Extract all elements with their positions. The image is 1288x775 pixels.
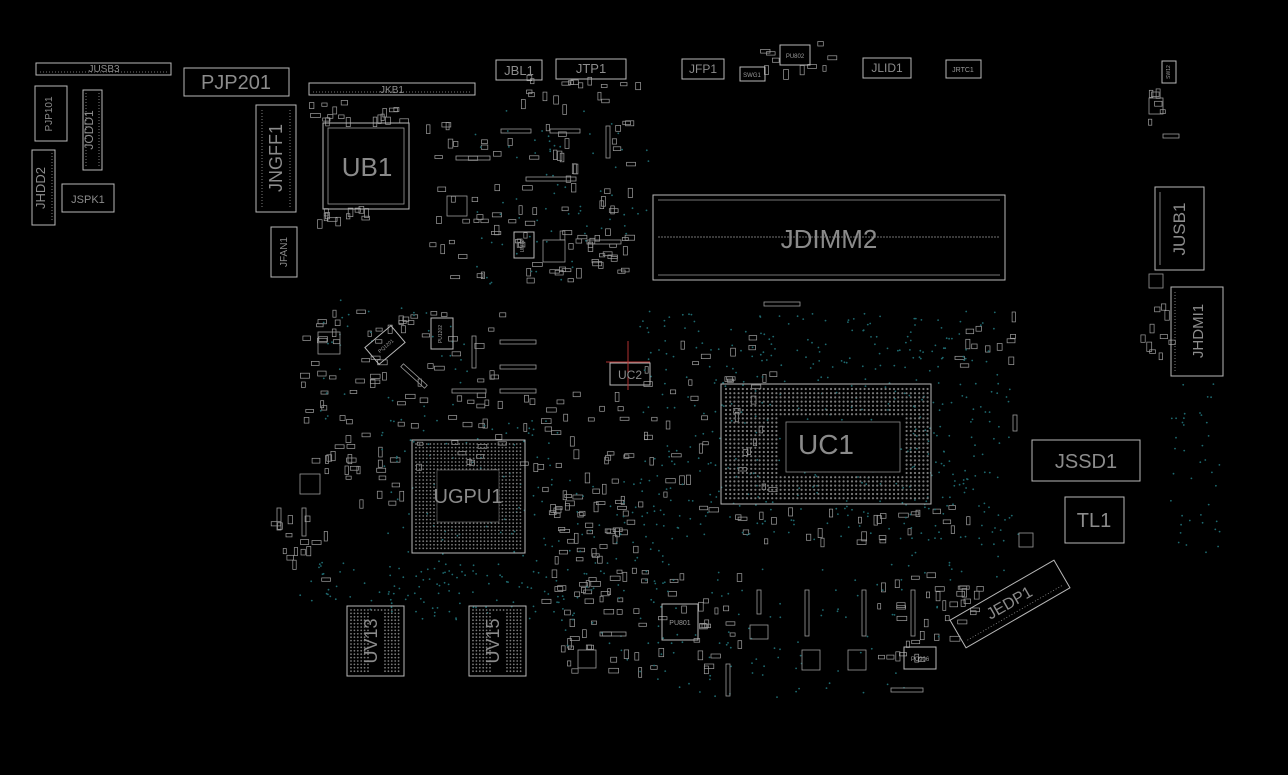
connector-jbl1[interactable]: JBL1 <box>495 59 543 81</box>
sw12-label: SW12 <box>1166 65 1172 79</box>
passive-components <box>270 41 1176 678</box>
jdimm2-label: JDIMM2 <box>781 224 878 254</box>
uv13-ball-grid <box>350 609 400 673</box>
connector-jspk1[interactable]: JSPK1 <box>61 183 115 213</box>
pq1201-label: PQ1201 <box>377 338 395 355</box>
chip-uc2[interactable]: UC2 <box>606 341 651 390</box>
jedp1-label: JEDP1 <box>984 584 1036 624</box>
jkb1-label: JKB1 <box>380 85 404 96</box>
jodd1-label: JODD1 <box>82 110 96 150</box>
swg1-label: SWG1 <box>743 73 761 79</box>
uv15-ball-grid <box>472 609 522 673</box>
jfp1-label: JFP1 <box>689 62 717 76</box>
jusb1-label: JUSB1 <box>1170 203 1189 256</box>
connector-jkb1[interactable]: JKB1 <box>308 82 476 96</box>
connector-jrtc1[interactable]: JRTC1 <box>945 59 982 79</box>
jbl1-label: JBL1 <box>504 63 534 78</box>
switch-swg1[interactable]: SWG1 <box>739 66 766 82</box>
connector-pjp101[interactable]: PJP101 <box>34 85 68 142</box>
pc906-label: PC906 <box>911 657 930 663</box>
chip-uv13[interactable]: UV13 <box>346 605 405 677</box>
jfan1-label: JFAN1 <box>279 237 290 267</box>
uc1-label: UC1 <box>798 429 854 460</box>
connector-jdimm2[interactable]: JDIMM2 <box>652 194 1006 281</box>
pu802-label: PU802 <box>786 54 805 60</box>
pu1202-label: PU1202 <box>438 325 444 343</box>
uc1-ball-grid <box>724 387 929 500</box>
chip-uc1[interactable]: UC1 <box>720 383 932 505</box>
connector-jodd1[interactable]: JODD1 <box>82 89 103 171</box>
tl1-label: TL1 <box>1077 510 1111 532</box>
diag-component <box>400 363 428 389</box>
jhdmi1-label: JHDMI1 <box>1190 304 1207 358</box>
chip-ugpu1[interactable]: UGPU1 <box>411 439 526 554</box>
connector-jssd1[interactable]: JSSD1 <box>1031 439 1141 482</box>
inductor-lines <box>276 125 1180 697</box>
connector-pjp201[interactable]: PJP201 <box>183 67 290 97</box>
chip-uv15[interactable]: UV15 <box>468 605 527 677</box>
connector-jlid1[interactable]: JLID1 <box>862 57 912 79</box>
connector-jngff1[interactable]: JNGFF1 <box>255 104 297 213</box>
pjp101-label: PJP101 <box>44 96 55 131</box>
connector-jhdd2[interactable]: JHDD2 <box>31 149 56 226</box>
jhdd2-label: JHDD2 <box>33 167 48 209</box>
jngff1-label: JNGFF1 <box>266 124 286 192</box>
connector-jusb1[interactable]: JUSB1 <box>1154 186 1205 271</box>
uv13-label: UV13 <box>361 618 381 663</box>
component-pu1202[interactable]: PU1202 <box>430 317 454 350</box>
ugpu1-label: UGPU1 <box>434 486 503 508</box>
via-layer <box>299 110 1221 698</box>
chip-ub1[interactable]: UB1 <box>322 122 410 210</box>
jspk1-label: JSPK1 <box>71 194 105 206</box>
connector-jusb3[interactable]: JUSB3 <box>35 62 172 76</box>
component-pc906[interactable]: PC906 <box>903 646 937 670</box>
connector-jtp1[interactable]: JTP1 <box>555 58 627 80</box>
jssd1-label: JSSD1 <box>1055 451 1117 473</box>
switch-sw12[interactable]: SW12 <box>1161 60 1177 84</box>
ic-small-qfn-group <box>299 97 1164 671</box>
jlid1-label: JLID1 <box>871 61 903 75</box>
ic-pu802[interactable]: PU802 <box>779 44 811 66</box>
jtp1-label: JTP1 <box>576 61 606 76</box>
connector-jhdmi1[interactable]: JHDMI1 <box>1170 286 1224 377</box>
connector-jfp1[interactable]: JFP1 <box>681 58 725 80</box>
component-tl1[interactable]: TL1 <box>1064 496 1125 544</box>
component-un12[interactable]: UN12 <box>513 231 535 259</box>
un12-label: UN12 <box>520 239 526 252</box>
ub1-label: UB1 <box>342 152 393 182</box>
jrtc1-label: JRTC1 <box>952 67 974 74</box>
jusb3-label: JUSB3 <box>88 64 120 75</box>
uc2-label: UC2 <box>618 368 642 382</box>
pu801-label: PU801 <box>669 620 691 627</box>
pjp201-label: PJP201 <box>201 72 271 94</box>
connector-jedp1[interactable]: JEDP1 <box>949 559 1071 649</box>
chip-pu801[interactable]: PU801 <box>661 603 699 641</box>
connector-jfan1[interactable]: JFAN1 <box>270 226 298 278</box>
uv15-label: UV15 <box>483 618 503 663</box>
